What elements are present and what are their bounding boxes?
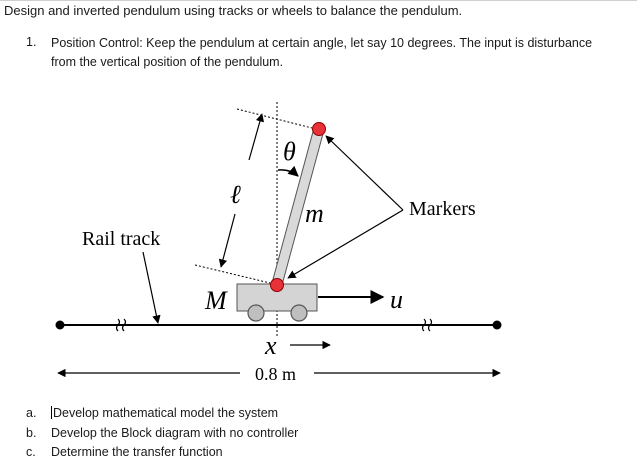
top-border — [0, 0, 637, 1]
item-1-number: 1. — [26, 35, 37, 49]
subitem-a-text: Develop mathematical model the system — [53, 406, 279, 420]
length-arrow-lower — [218, 213, 236, 268]
inverted-pendulum-diagram: ℓ θ m Markers Rail track M u x 0.8 m — [55, 102, 502, 384]
item-1-text: Position Control: Keep the pendulum at c… — [51, 36, 593, 69]
rail-track-label: Rail track — [82, 228, 160, 250]
cart-wheel-right — [290, 304, 308, 322]
markers-label: Markers — [409, 198, 476, 220]
subitem-a: a. Develop mathematical model the system — [26, 405, 278, 421]
track-length-label: 0.8 m — [255, 364, 296, 384]
markers-pointer-line — [325, 135, 404, 211]
track-break-right-icon — [421, 318, 433, 332]
track-break-left-icon — [115, 318, 127, 332]
theta-arc — [277, 165, 299, 177]
subitem-a-marker: a. — [26, 406, 37, 420]
subitem-b: b. Develop the Block diagram with no cont… — [26, 425, 298, 441]
cart-mass-label: M — [204, 286, 228, 315]
document-heading: Design and inverted pendulum using track… — [4, 3, 463, 18]
subitem-c: c. Determine the transfer function — [26, 444, 223, 460]
markers-pointer-lower — [287, 209, 404, 279]
position-label: x — [264, 331, 277, 360]
pendulum-mass-label: m — [305, 199, 324, 228]
rail-track-pointer — [142, 251, 161, 324]
length-extension-top — [236, 108, 313, 129]
cart-wheel-left — [247, 304, 265, 322]
subitem-c-text: Determine the transfer function — [51, 445, 223, 459]
text-caret — [51, 406, 52, 419]
subitem-b-text: Develop the Block diagram with no contro… — [51, 426, 299, 440]
subitem-b-marker: b. — [26, 426, 37, 440]
length-label: ℓ — [230, 180, 241, 209]
track-end-left-icon — [55, 320, 65, 330]
subitem-c-marker: c. — [26, 445, 36, 459]
tip-marker — [312, 122, 326, 136]
track-end-right-icon — [492, 320, 502, 330]
input-label: u — [390, 285, 403, 314]
pivot-marker — [270, 278, 284, 292]
length-arrow-upper — [248, 113, 264, 161]
length-extension-bottom — [194, 264, 271, 284]
theta-label: θ — [283, 137, 296, 166]
